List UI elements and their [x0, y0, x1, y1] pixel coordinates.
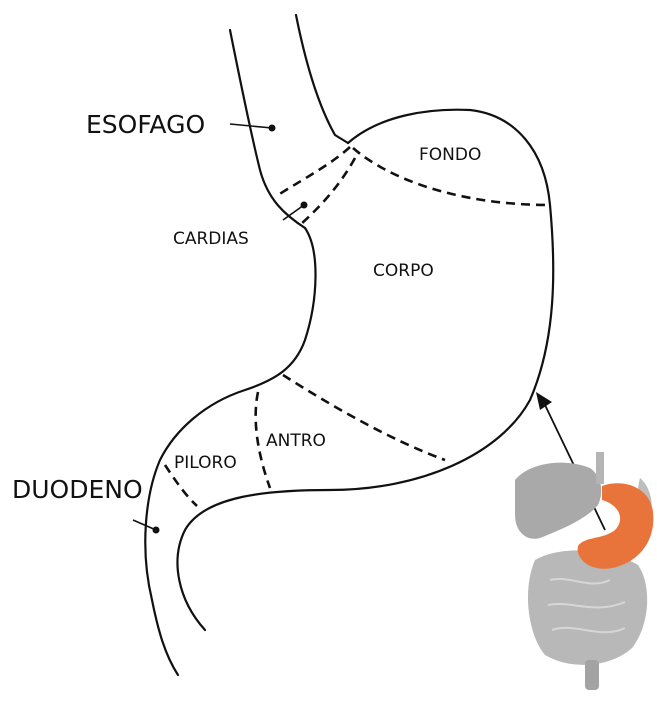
label-piloro: PILORO: [174, 453, 237, 473]
label-antro: ANTRO: [266, 431, 326, 451]
label-cardias: CARDIAS: [173, 229, 249, 249]
label-duodeno: DUODENO: [12, 475, 143, 504]
label-fondo: FONDO: [419, 145, 481, 165]
esophagus-right-wall: [296, 15, 348, 143]
esophagus-left-wall: [230, 30, 305, 228]
boundary-cardias-upper: [278, 147, 350, 195]
label-corpo: CORPO: [373, 261, 434, 281]
stomach-greater-curvature: [178, 110, 554, 630]
boundary-cardias-lower: [300, 158, 355, 225]
label-esofago: ESOFAGO: [86, 110, 205, 139]
cardias-leader-dot: [301, 202, 308, 209]
stomach-lesser-curvature: [145, 228, 315, 675]
esofago-leader-dot: [269, 125, 276, 132]
digestive-system-icon: [515, 452, 653, 690]
duodeno-leader: [133, 520, 156, 530]
duodeno-leader-dot: [153, 527, 160, 534]
